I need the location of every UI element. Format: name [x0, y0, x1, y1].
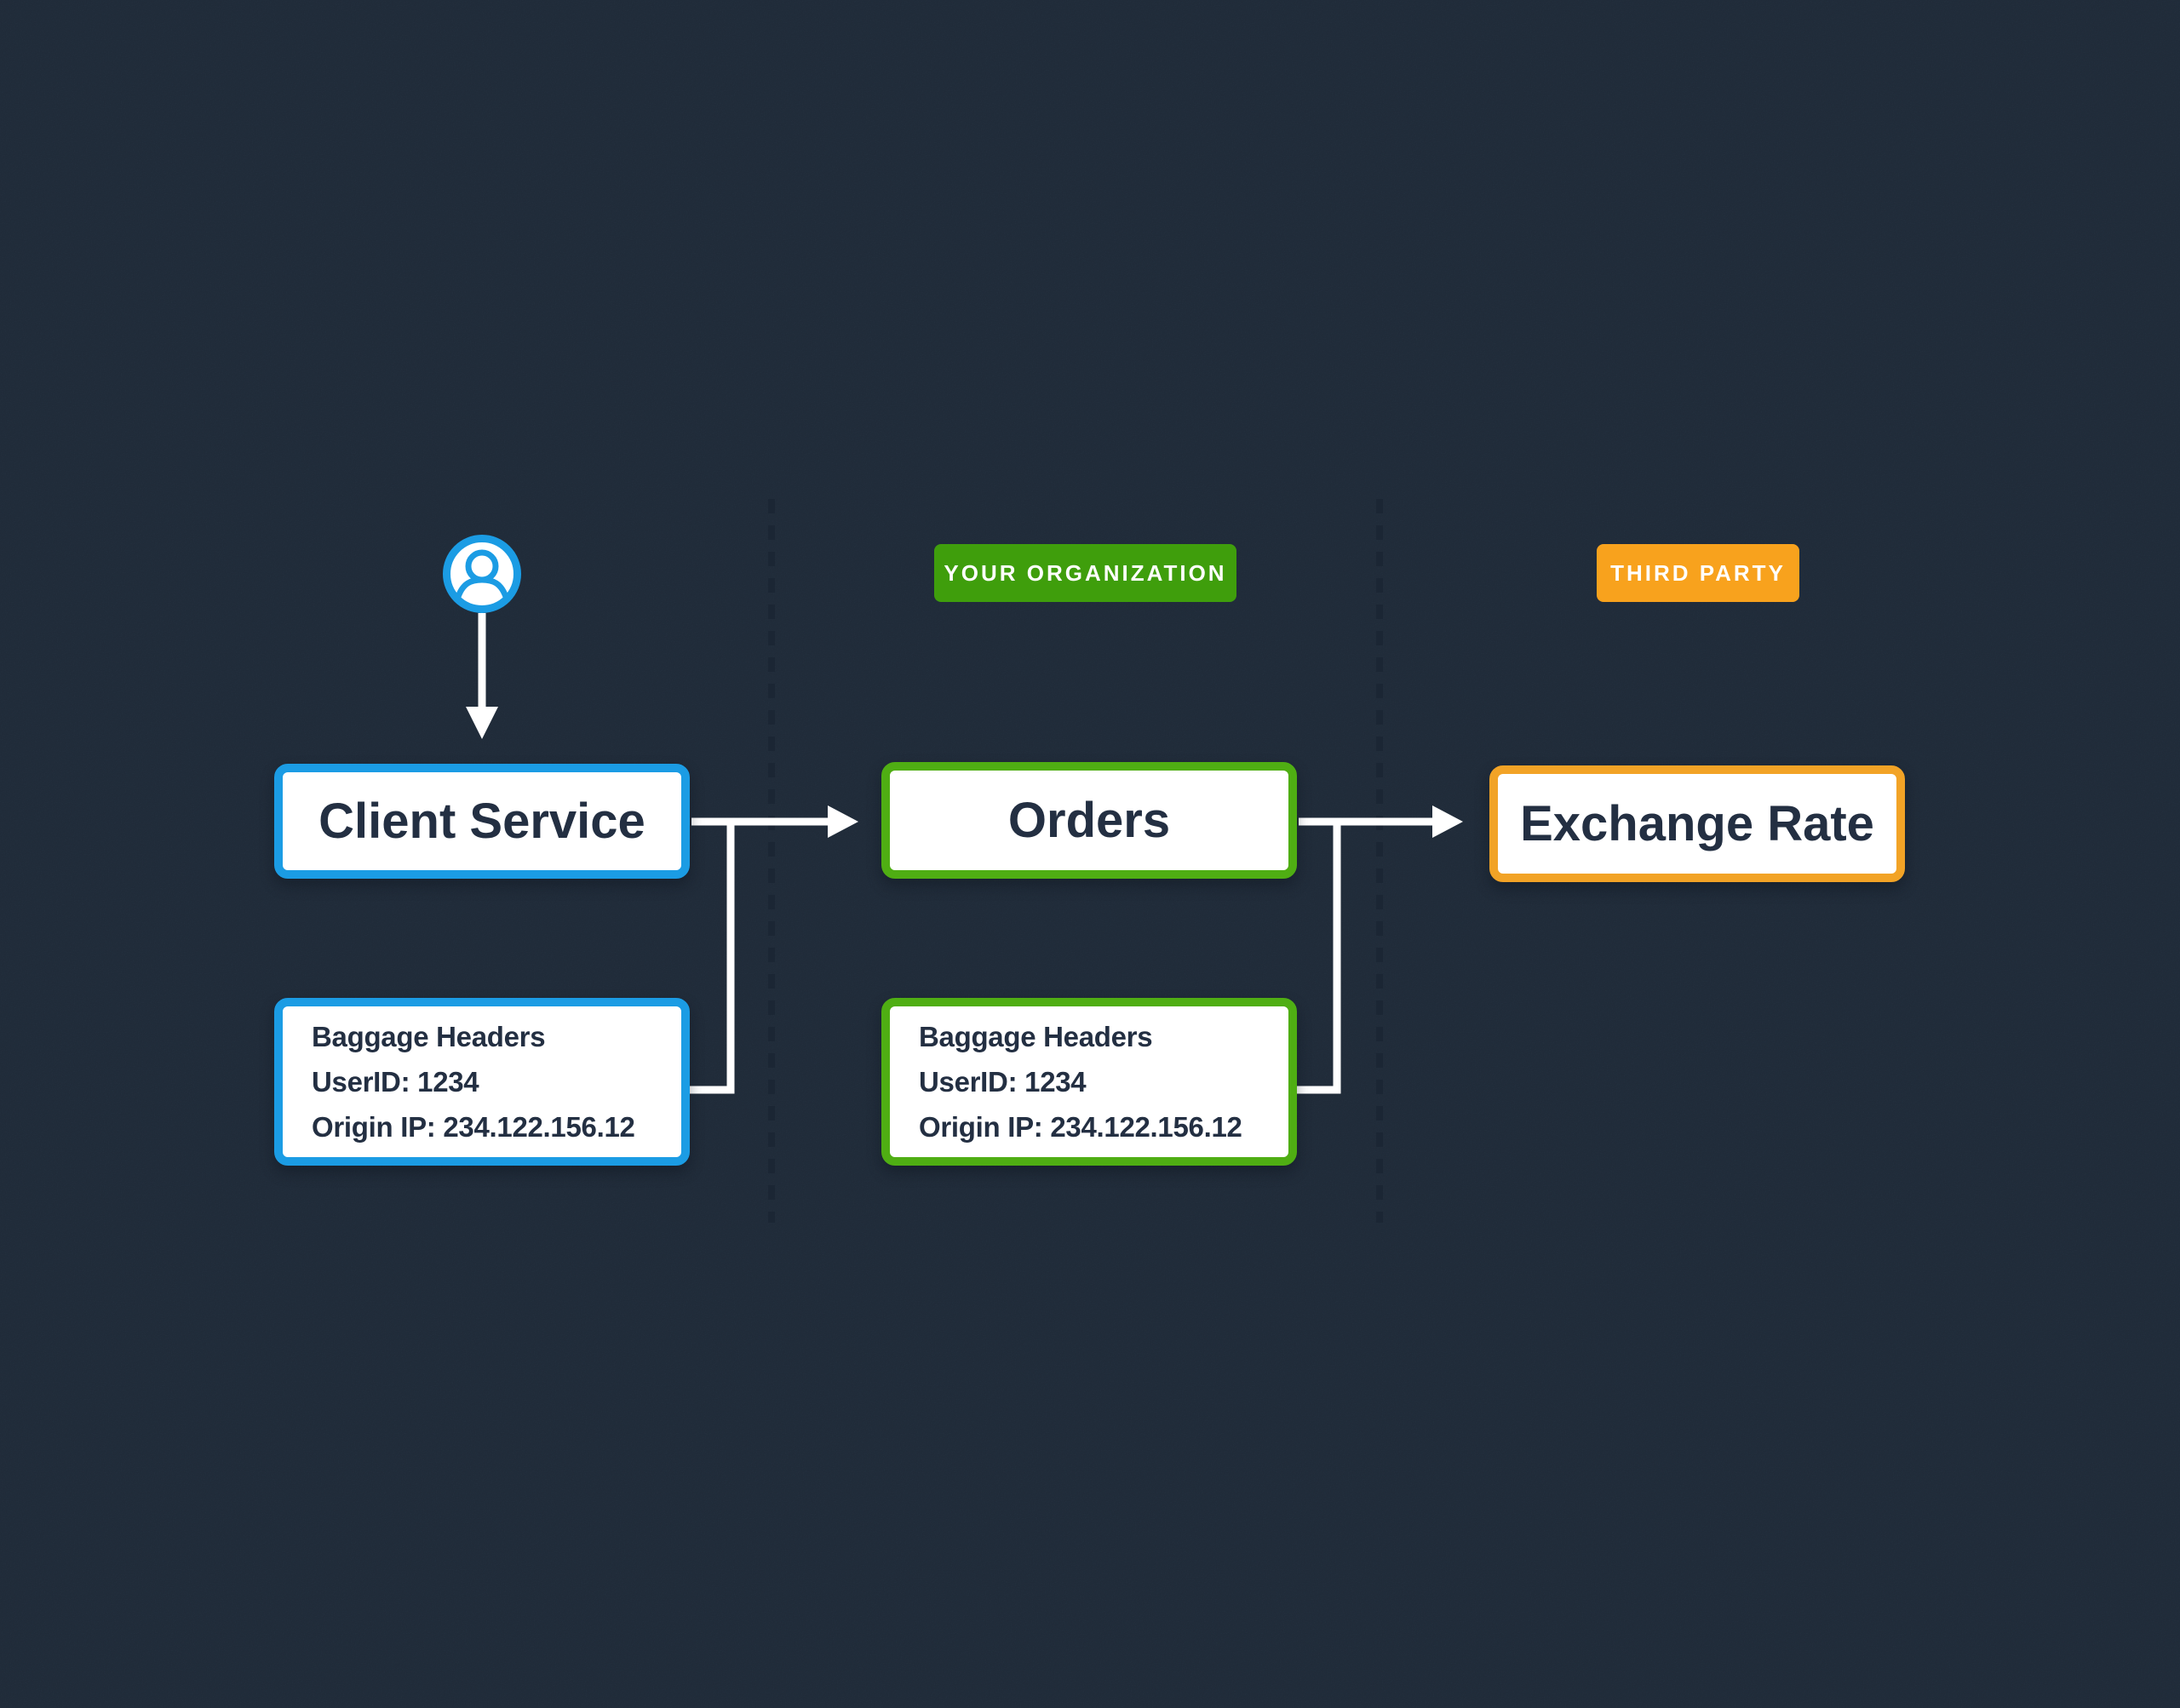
- arrow-client-to-orders-head: [828, 805, 858, 838]
- baggage-title: Baggage Headers: [312, 1021, 546, 1052]
- exchange-rate-node-label: Exchange Rate: [1520, 796, 1874, 851]
- baggage-origin-ip: Origin IP: 234.122.156.12: [919, 1111, 1242, 1143]
- baggage-origin-ip: Origin IP: 234.122.156.12: [312, 1111, 635, 1143]
- arrow-user-to-client-head: [466, 707, 498, 739]
- client-service-node: Client Service: [274, 764, 690, 879]
- connector-arrows: [466, 613, 1463, 1094]
- third-party-badge: THIRD PARTY: [1597, 544, 1799, 602]
- baggage-user-id: UserID: 1234: [919, 1066, 1087, 1098]
- your-organization-badge: YOUR ORGANIZATION: [934, 544, 1236, 602]
- orders-node: Orders: [881, 762, 1297, 879]
- exchange-rate-node: Exchange Rate: [1489, 765, 1905, 882]
- user-icon-ring: [443, 535, 521, 613]
- connector-client-baggage: [686, 822, 735, 1094]
- user-icon-shoulders: [454, 576, 510, 601]
- baggage-title: Baggage Headers: [919, 1021, 1153, 1052]
- baggage-user-id: UserID: 1234: [312, 1066, 479, 1098]
- connector-orders-baggage: [1291, 822, 1341, 1094]
- client-service-baggage-box: Baggage Headers UserID: 1234 Origin IP: …: [274, 998, 690, 1166]
- orders-node-label: Orders: [1007, 793, 1171, 848]
- user-circle-icon: [443, 535, 521, 613]
- arrow-orders-to-exchange-head: [1432, 805, 1463, 838]
- orders-baggage-box: Baggage Headers UserID: 1234 Origin IP: …: [881, 998, 1297, 1166]
- third-party-badge-label: THIRD PARTY: [1610, 559, 1786, 586]
- your-organization-badge-label: YOUR ORGANIZATION: [944, 559, 1227, 586]
- client-service-node-label: Client Service: [318, 794, 645, 849]
